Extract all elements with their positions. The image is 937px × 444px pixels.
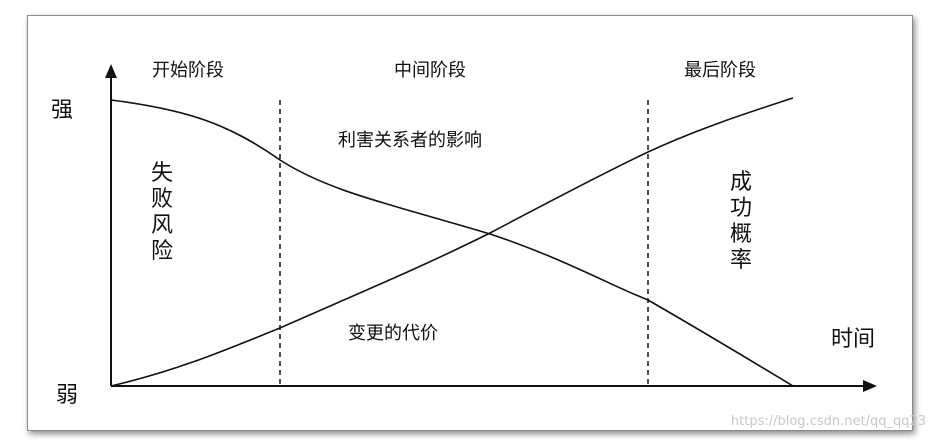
risk-of-failure-char-1: 失: [151, 161, 173, 186]
stage-label-final: 最后阶段: [684, 60, 756, 81]
cost-of-change-label: 变更的代价: [348, 323, 438, 344]
stage-label-start: 开始阶段: [152, 60, 224, 81]
y-axis-high-label: 强: [51, 98, 73, 123]
probability-of-success-char-3: 概: [730, 222, 752, 247]
probability-of-success-char-2: 功: [730, 196, 752, 221]
probability-of-success-char-4: 率: [730, 248, 752, 273]
stage-label-middle: 中间阶段: [394, 60, 466, 81]
diagram-frame: [27, 15, 913, 431]
watermark-text: https://blog.csdn.net/qq_qq23: [731, 414, 926, 429]
y-axis-low-label: 弱: [56, 383, 78, 408]
x-axis-label: 时间: [831, 327, 875, 352]
risk-of-failure-char-4: 险: [151, 239, 173, 264]
risk-of-failure-char-2: 败: [151, 187, 173, 212]
cost-of-change-curve: [110, 97, 794, 387]
stakeholder-influence-label: 利害关系者的影响: [338, 130, 482, 151]
probability-of-success-char-1: 成: [730, 170, 752, 195]
risk-of-failure-char-3: 风: [151, 213, 173, 238]
